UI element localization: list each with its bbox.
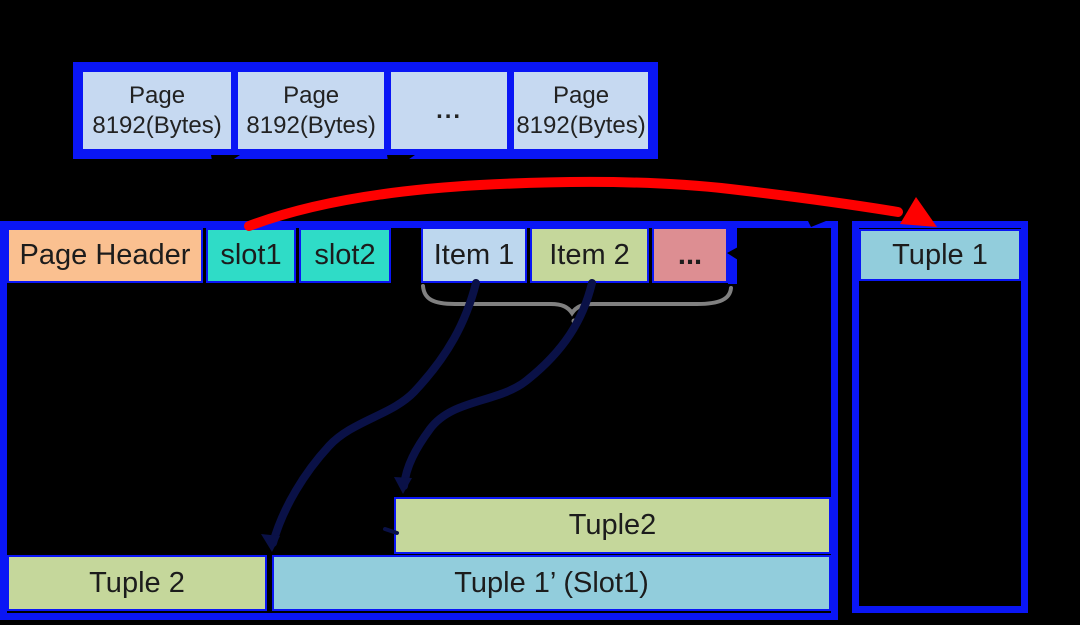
tuple2-bottom-box: Tuple 2 bbox=[7, 555, 267, 611]
page-cell-2-size: 8192(Bytes) bbox=[246, 111, 376, 139]
page-cell-ellipsis-label: ... bbox=[436, 96, 463, 124]
items-right-divider bbox=[728, 221, 737, 284]
page-cell-3-size: 8192(Bytes) bbox=[516, 111, 646, 139]
slot1-box: slot1 bbox=[206, 228, 296, 283]
item1-box: Item 1 bbox=[421, 227, 527, 283]
page-cell-ellipsis: ... bbox=[391, 72, 508, 149]
page-cell-1-size: 8192(Bytes) bbox=[92, 111, 222, 139]
page-header-box: Page Header bbox=[7, 228, 203, 283]
slot2-box: slot2 bbox=[299, 228, 391, 283]
page-cell-2: Page 8192(Bytes) bbox=[238, 72, 385, 149]
red-curved-arrow bbox=[244, 176, 903, 231]
item-ellipsis-box: ... bbox=[652, 227, 728, 283]
tuple2-middle-box: Tuple2 bbox=[394, 497, 831, 554]
page-cell-2-title: Page bbox=[283, 81, 340, 109]
page-array-container: Page 8192(Bytes) Page 8192(Bytes) ... Pa… bbox=[73, 62, 658, 159]
tuple-page-box: Tuple 1 bbox=[852, 221, 1028, 613]
page-cell-1: Page 8192(Bytes) bbox=[83, 72, 232, 149]
page-cell-3-title: Page bbox=[552, 81, 610, 109]
tuple1-prime-box: Tuple 1’ (Slot1) bbox=[272, 555, 831, 611]
tuple1-box: Tuple 1 bbox=[859, 229, 1021, 281]
page-cell-1-title: Page bbox=[129, 81, 186, 109]
item2-box: Item 2 bbox=[530, 227, 649, 283]
page-cell-3: Page 8192(Bytes) bbox=[514, 72, 649, 149]
